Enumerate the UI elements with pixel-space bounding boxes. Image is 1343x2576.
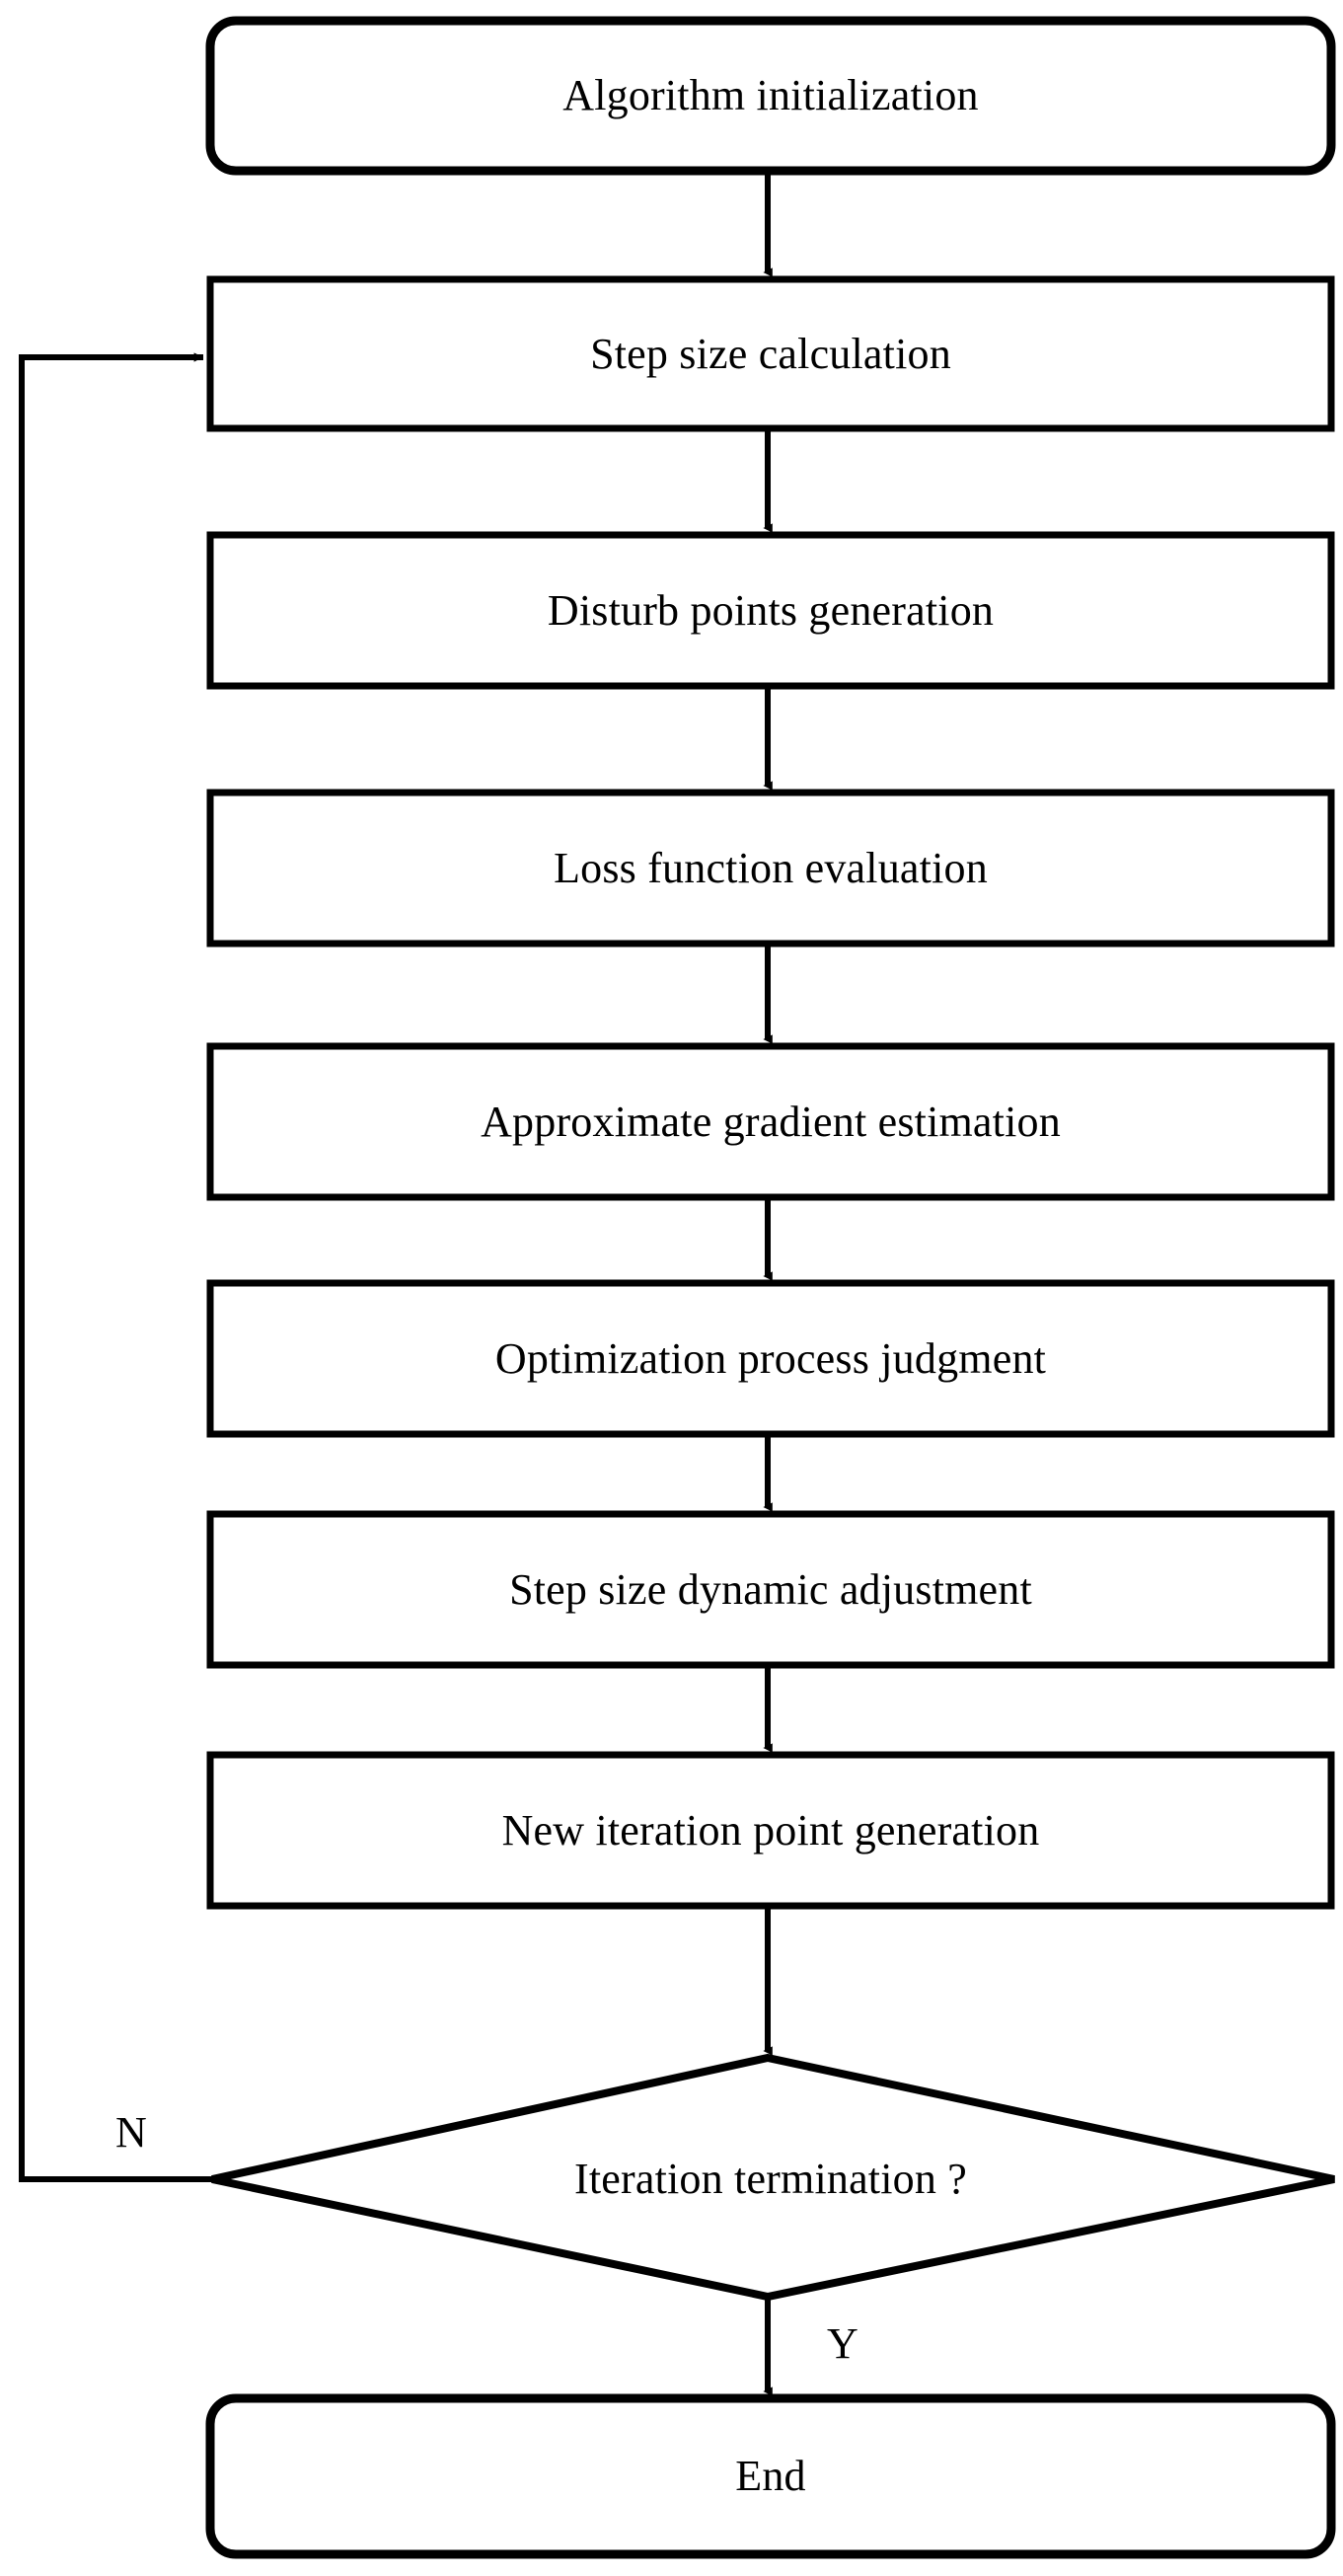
node-shape-loss[interactable] [206,789,1335,947]
edge-decision-no-feedback-loop [19,352,212,2182]
node-shape-step-size[interactable] [206,275,1335,432]
node-shape-decision[interactable] [211,2053,1335,2302]
node-shape-start[interactable] [205,16,1336,176]
node-shape-new-point[interactable] [206,1751,1335,1910]
edge-label-no: N [115,2108,147,2157]
node-shape-judgment[interactable] [206,1279,1335,1438]
node-shape-adjustment[interactable] [206,1510,1335,1669]
node-shape-disturb[interactable] [206,531,1335,690]
node-shape-end[interactable] [205,2393,1336,2559]
edge-label-yes: Y [827,2319,858,2368]
node-shape-gradient[interactable] [206,1042,1335,1201]
